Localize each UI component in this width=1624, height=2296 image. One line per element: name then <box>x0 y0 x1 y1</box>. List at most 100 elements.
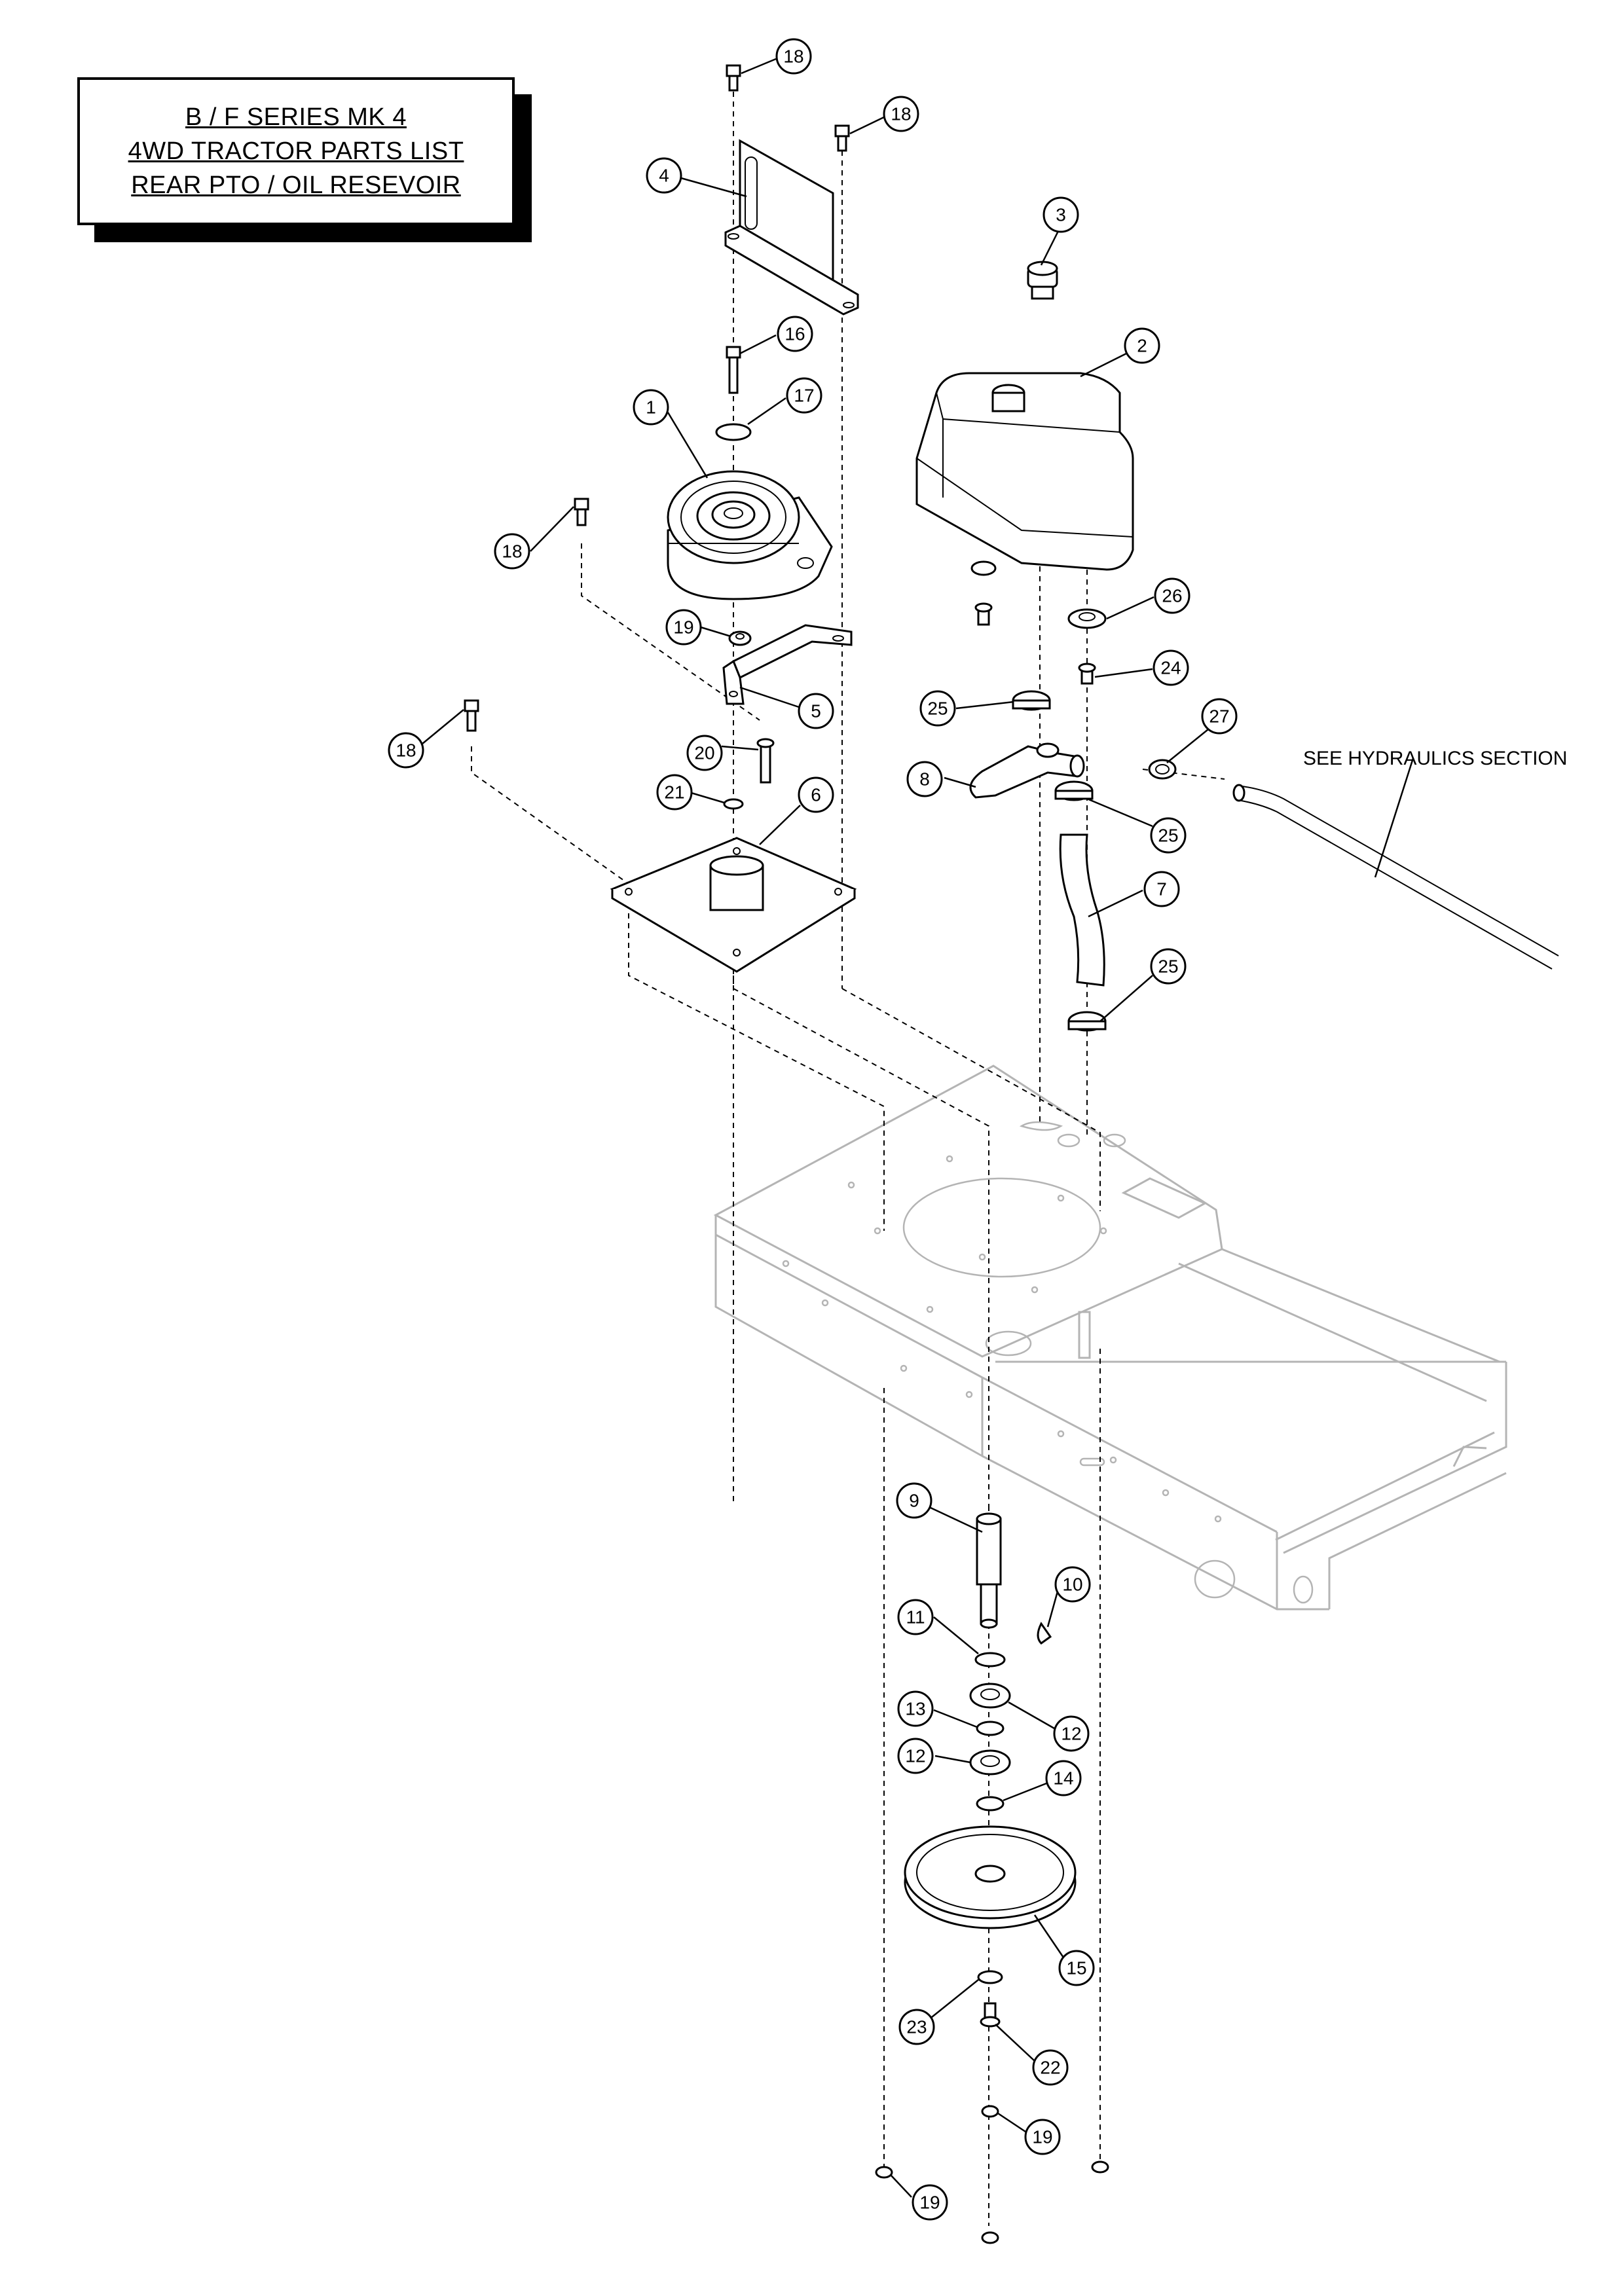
callout-1: 1 <box>633 389 669 426</box>
callout-25-mid: 25 <box>1150 817 1187 854</box>
reservoir-grommet <box>970 560 997 626</box>
hose-clamp-25-bottom <box>1067 1011 1107 1032</box>
pipe-end <box>1232 784 1246 802</box>
callout-15: 15 <box>1058 1950 1095 1986</box>
callout-16: 16 <box>777 316 813 352</box>
svg-text:3: 3 <box>1056 205 1066 225</box>
callout-17: 17 <box>786 377 822 414</box>
callout-8: 8 <box>906 761 943 797</box>
bolt-24 <box>1078 663 1096 685</box>
title-line-3: REAR PTO / OIL RESEVOIR <box>131 172 461 199</box>
callout-6: 6 <box>798 776 834 813</box>
tractor-chassis <box>713 1065 1507 1611</box>
callout-23: 23 <box>898 2009 935 2045</box>
bracket-4 <box>724 139 859 316</box>
callout-5: 5 <box>798 693 834 729</box>
svg-text:19: 19 <box>1032 2127 1052 2147</box>
callout-26: 26 <box>1154 577 1190 614</box>
see-hydraulics-note: SEE HYDRAULICS SECTION <box>1303 748 1567 769</box>
callout-19-mid: 19 <box>1024 2119 1061 2155</box>
callout-12-left: 12 <box>897 1738 934 1774</box>
bolt-18-top-right <box>834 124 850 152</box>
hose-clamp-25-mid <box>1054 780 1094 801</box>
svg-text:21: 21 <box>664 782 684 803</box>
washer-17 <box>715 423 752 441</box>
svg-text:24: 24 <box>1160 658 1181 678</box>
key-10 <box>1037 1622 1052 1645</box>
washer-21 <box>723 798 744 810</box>
callout-20: 20 <box>686 735 723 771</box>
svg-text:13: 13 <box>905 1699 925 1719</box>
nut-19-bottom-c <box>1091 2160 1109 2174</box>
callout-19: 19 <box>665 609 702 646</box>
hose-7 <box>1059 833 1105 987</box>
mount-plate-6 <box>610 837 857 973</box>
nut-19-bottom-d <box>981 2231 999 2244</box>
washer-14 <box>976 1796 1005 1812</box>
callout-2: 2 <box>1124 327 1160 364</box>
svg-text:26: 26 <box>1162 586 1182 606</box>
callout-12-right: 12 <box>1053 1715 1090 1752</box>
pin-20 <box>756 738 775 784</box>
svg-text:18: 18 <box>783 46 803 67</box>
spacer-13 <box>976 1721 1005 1736</box>
callout-21: 21 <box>656 774 693 811</box>
callout-7: 7 <box>1143 871 1180 907</box>
title-line-2: 4WD TRACTOR PARTS LIST <box>128 137 464 165</box>
svg-text:14: 14 <box>1053 1768 1073 1789</box>
bracket-5 <box>722 624 853 705</box>
bolt-16 <box>726 346 741 394</box>
callout-11: 11 <box>897 1599 934 1635</box>
svg-text:8: 8 <box>919 769 930 790</box>
svg-text:25: 25 <box>927 699 948 719</box>
filler-cap-3 <box>1027 261 1058 300</box>
svg-text:19: 19 <box>673 617 693 638</box>
svg-text:7: 7 <box>1156 879 1167 900</box>
bolt-18-left <box>574 498 589 526</box>
svg-text:20: 20 <box>694 743 714 763</box>
tee-fitting-8 <box>969 742 1085 799</box>
svg-text:25: 25 <box>1158 826 1178 846</box>
callout-24: 24 <box>1153 649 1189 686</box>
nut-19 <box>728 630 752 646</box>
bolt-18-far-left <box>464 699 479 732</box>
hydraulic-pipe <box>1237 785 1559 970</box>
callout-13: 13 <box>897 1690 934 1727</box>
svg-text:19: 19 <box>919 2193 940 2213</box>
svg-text:15: 15 <box>1066 1958 1086 1978</box>
svg-text:18: 18 <box>891 104 911 124</box>
shaft-9 <box>976 1512 1002 1629</box>
svg-text:25: 25 <box>1158 957 1178 977</box>
svg-text:16: 16 <box>784 324 805 344</box>
callout-25-top: 25 <box>919 690 956 727</box>
callout-18-top: 18 <box>775 38 812 75</box>
callout-18-far-left: 18 <box>388 732 424 769</box>
callout-10: 10 <box>1054 1566 1091 1603</box>
svg-text:12: 12 <box>905 1746 925 1766</box>
svg-text:1: 1 <box>646 397 656 418</box>
callout-18-top-right: 18 <box>883 96 919 132</box>
svg-text:22: 22 <box>1040 2058 1060 2078</box>
svg-text:18: 18 <box>502 541 522 562</box>
grommet-26 <box>1067 608 1107 629</box>
svg-text:4: 4 <box>659 166 669 186</box>
title-line-1: B / F SERIES MK 4 <box>185 103 407 131</box>
callout-22: 22 <box>1032 2049 1069 2086</box>
bearing-12-bottom <box>969 1749 1011 1776</box>
washer-11 <box>974 1652 1006 1667</box>
title-block: B / F SERIES MK 4 4WD TRACTOR PARTS LIST… <box>77 77 515 225</box>
svg-text:18: 18 <box>396 740 416 761</box>
hose-clamp-25-top <box>1012 690 1051 711</box>
bolt-18-top <box>726 64 741 92</box>
pto-clutch-1 <box>667 470 833 600</box>
callout-4: 4 <box>646 157 682 194</box>
callout-14: 14 <box>1045 1760 1082 1796</box>
callout-19-bottom: 19 <box>912 2184 948 2221</box>
bolt-22 <box>980 2002 1001 2028</box>
bearing-12-top <box>969 1683 1011 1709</box>
svg-text:10: 10 <box>1062 1575 1082 1595</box>
hose-clamp-27 <box>1148 759 1177 780</box>
svg-text:17: 17 <box>794 386 814 406</box>
svg-text:5: 5 <box>811 701 821 721</box>
